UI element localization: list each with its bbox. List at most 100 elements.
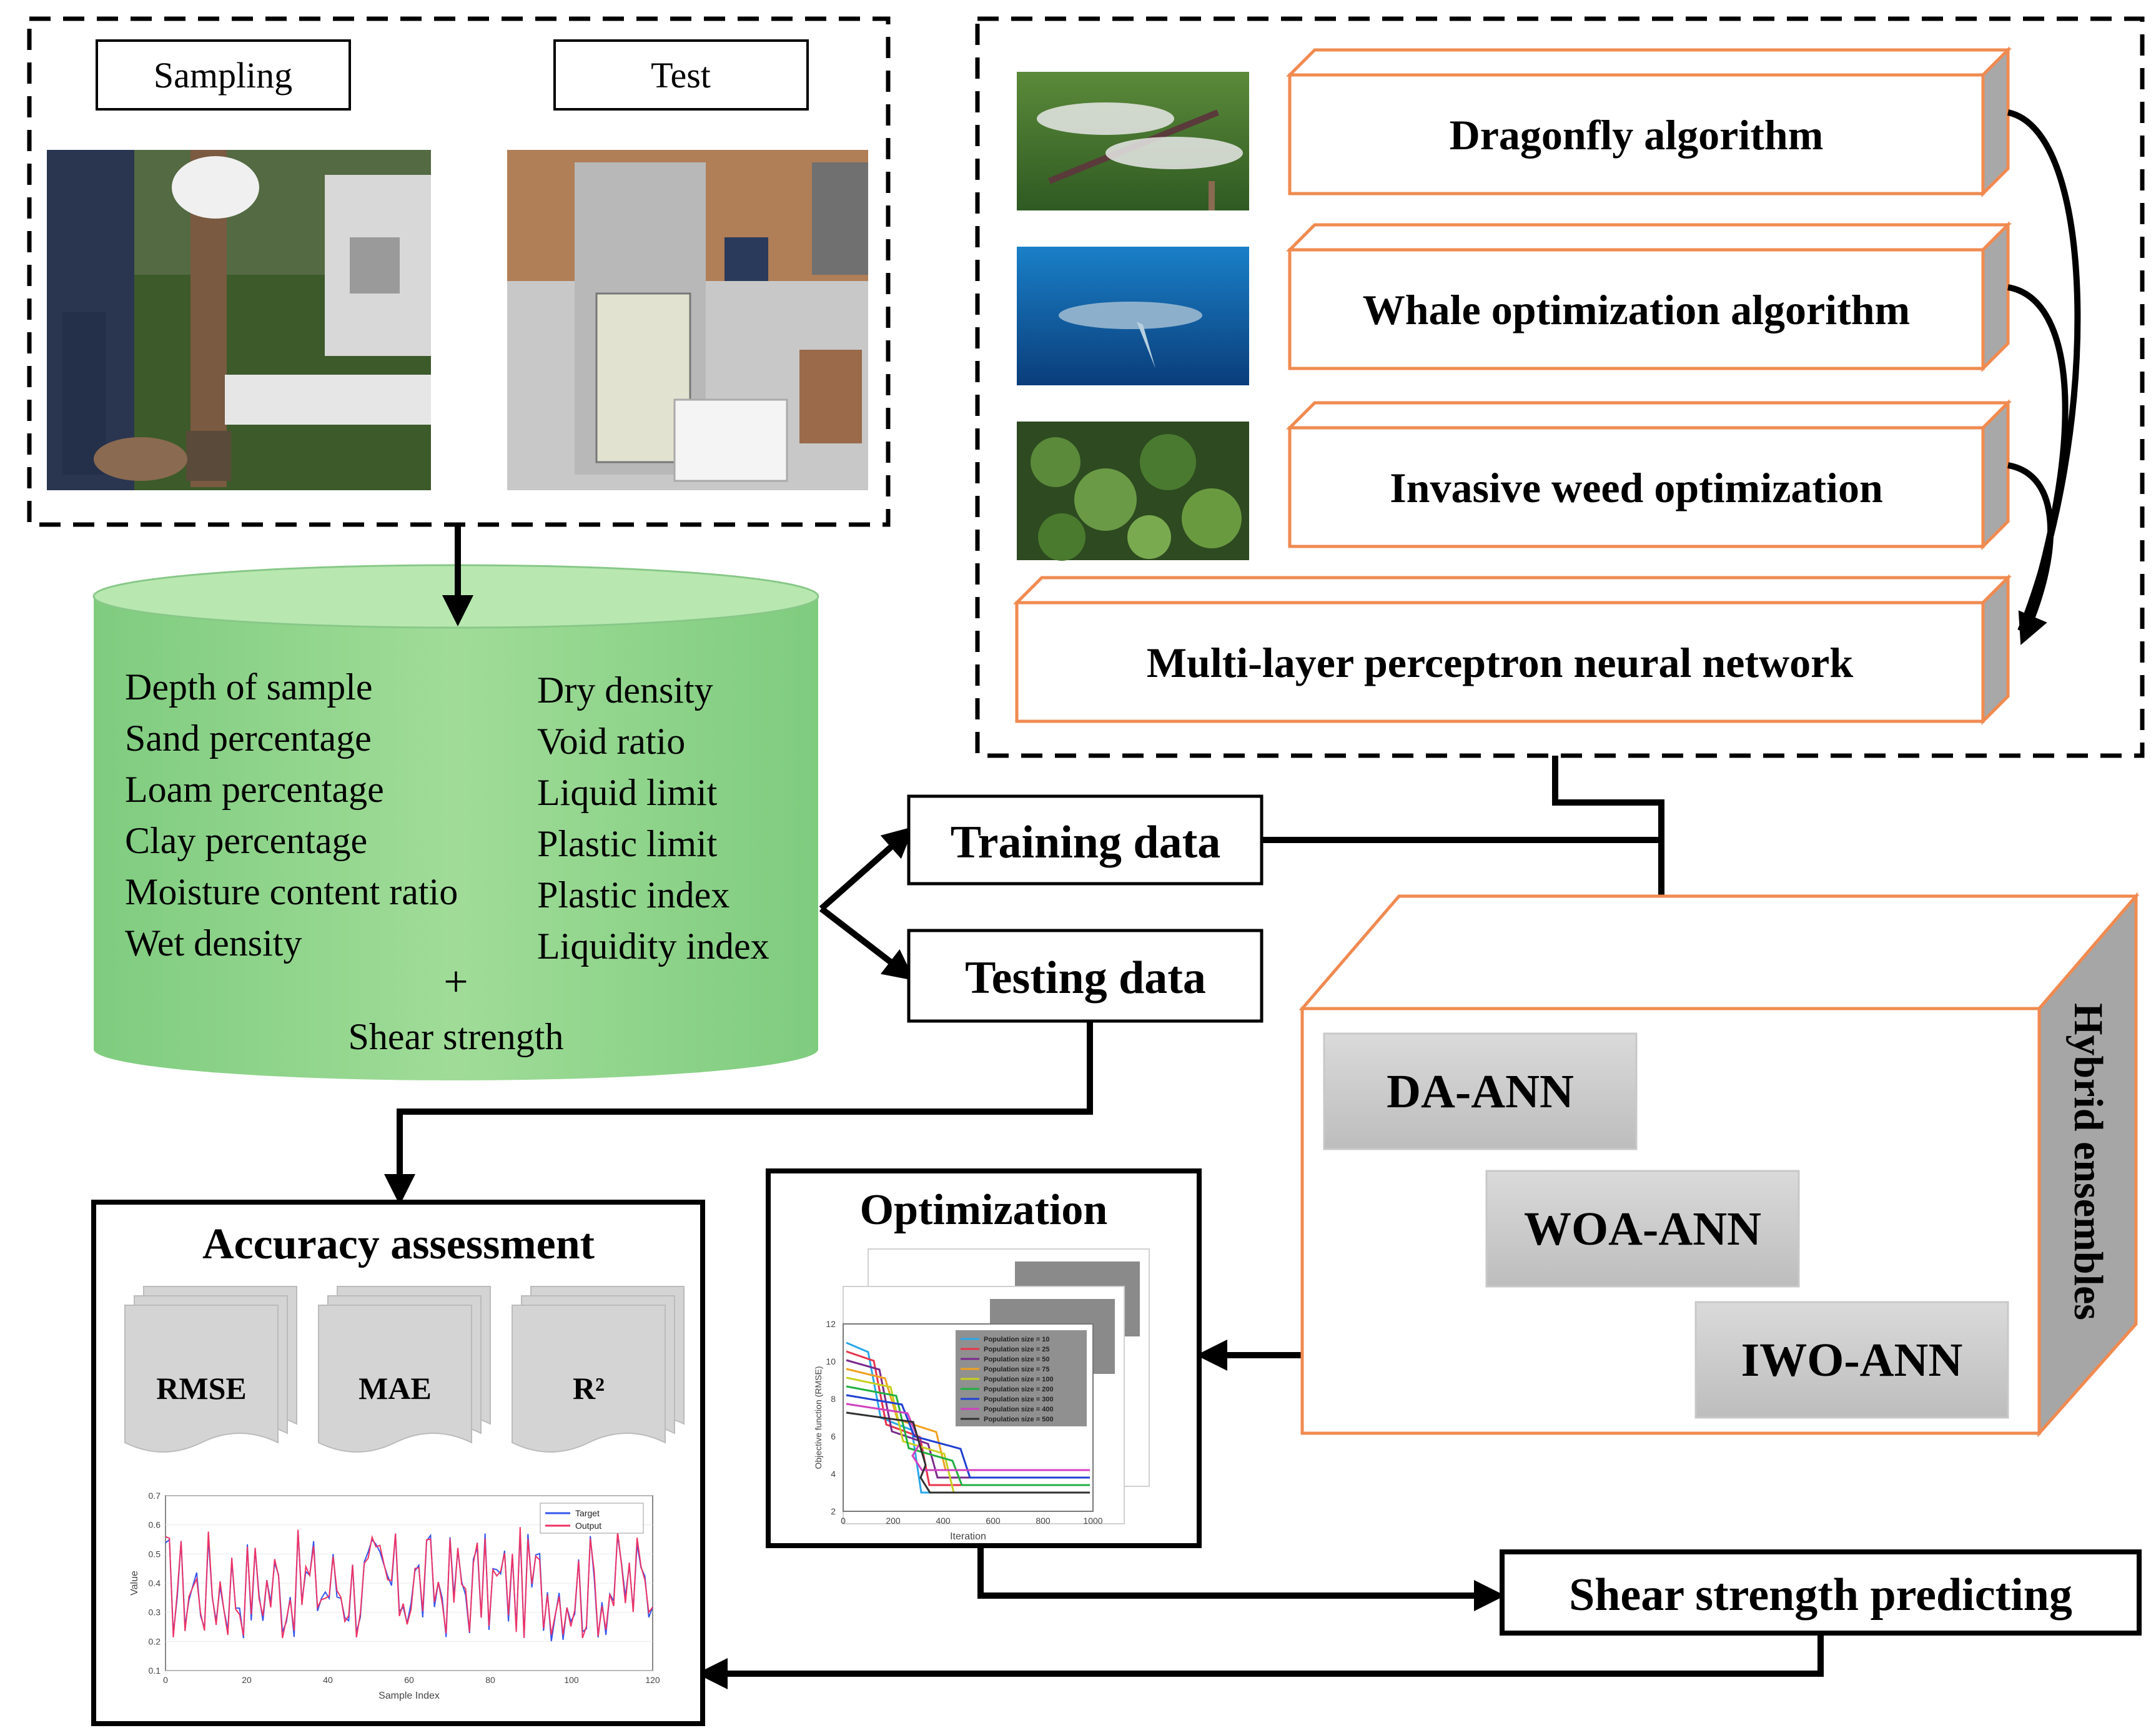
invasive-weed-box: [1288, 426, 1985, 548]
dragonfly-photo: [1017, 72, 1249, 210]
whale-optimization-box-label: Whale optimization algorithm: [1363, 286, 1910, 333]
mlp-network-box-label: Multi-layer perceptron neural network: [1147, 639, 1853, 686]
chart-series-line: [165, 1527, 653, 1639]
chart-legend-label: Target: [575, 1508, 600, 1518]
y-tick-label: 0.2: [149, 1636, 161, 1646]
dragonfly-algorithm-box: [1288, 73, 1985, 195]
chart-legend-label: Output: [575, 1521, 601, 1531]
acquisition-panel: Sampling Test: [27, 16, 891, 527]
predicting-to-accuracy-arrow: [696, 1633, 1824, 1689]
convergence-curve: [846, 1403, 1090, 1471]
metric-documents: RMSE MAE R²: [124, 1286, 685, 1453]
weed-photo: [1017, 422, 1249, 561]
hybrid-model-label: WOA-ANN: [1524, 1203, 1761, 1255]
x-tick-label: 800: [1036, 1516, 1051, 1526]
convergence-curve: [846, 1350, 1090, 1486]
metric-document-sheet: [318, 1305, 472, 1453]
x-tick-label: 0: [841, 1516, 846, 1526]
accuracy-title: Accuracy assessment: [202, 1220, 595, 1268]
optimization-title: Optimization: [860, 1186, 1108, 1234]
convergence-curve: [846, 1385, 1090, 1486]
y-tick-label: 8: [831, 1394, 836, 1404]
y-tick-label: 12: [826, 1319, 836, 1329]
db-to-training-arrow: [819, 826, 914, 911]
input-parameter: Moisture content ratio: [125, 871, 458, 912]
hybrid-model-box: [1485, 1170, 1800, 1288]
x-tick-label: 100: [564, 1675, 579, 1685]
hybrid-models: DA-ANN WOA-ANN IWO-ANN: [1323, 1032, 2009, 1419]
y-tick-label: 0.6: [149, 1520, 161, 1530]
x-tick-label: 200: [886, 1516, 901, 1526]
chart-legend-box: [540, 1503, 644, 1534]
y-axis-label: Objective function (RMSE): [813, 1366, 823, 1469]
x-axis-label: Sample Index: [378, 1691, 440, 1701]
sampling-label-box: [96, 39, 351, 111]
testing-data-label: Testing data: [965, 952, 1206, 1004]
y-tick-label: 0.5: [149, 1549, 161, 1559]
whale-photo: [1017, 247, 1249, 385]
legend-label: Population size = 100: [984, 1376, 1054, 1383]
testing-to-accuracy-arrow: [384, 1021, 1093, 1205]
x-tick-label: 0: [163, 1675, 168, 1685]
testing-data-box: [907, 929, 1263, 1023]
training-data-label: Training data: [951, 817, 1220, 868]
convergence-curve: [846, 1394, 1090, 1479]
x-tick-label: 40: [323, 1675, 333, 1685]
hybrid-ensembles-title: Hybrid ensembles: [2065, 1003, 2111, 1320]
metric-label: MAE: [359, 1371, 432, 1406]
y-tick-label: 10: [826, 1356, 836, 1366]
input-parameter: Loam percentage: [125, 769, 384, 810]
y-tick-label: 0.7: [149, 1491, 161, 1501]
legend-label: Population size = 25: [984, 1346, 1049, 1353]
hybrid-model-box: [1323, 1032, 1638, 1150]
training-data-box: [907, 794, 1263, 886]
metric-document-sheet: [512, 1305, 666, 1453]
input-parameter: Liquid limit: [537, 772, 718, 813]
y-tick-label: 0.4: [149, 1578, 161, 1588]
metric-label: RMSE: [156, 1371, 246, 1406]
y-tick-label: 6: [831, 1431, 836, 1441]
hybrid-model-label: IWO-ANN: [1741, 1334, 1963, 1386]
target-variable: Shear strength: [349, 1016, 564, 1057]
plus-sign: +: [443, 958, 468, 1006]
y-tick-label: 0.3: [149, 1607, 161, 1617]
test-label: Test: [651, 55, 711, 96]
optimization-to-predicting-arrow: [977, 1546, 1505, 1611]
optimizer-to-mlp-arrows: [2007, 109, 2081, 646]
hybrid-ensembles-box: Hybrid ensembles DA-ANN WOA-ANN IWO-ANN: [1298, 892, 2140, 1438]
predicting-label: Shear strength predicting: [1569, 1569, 2072, 1621]
legend-label: Population size = 500: [984, 1416, 1054, 1423]
legend-label: Population size = 300: [984, 1396, 1054, 1403]
legend-label: Population size = 400: [984, 1406, 1054, 1413]
dragonfly-algorithm-box-label: Dragonfly algorithm: [1450, 111, 1824, 159]
y-tick-label: 2: [831, 1506, 836, 1516]
legend-label: Population size = 75: [984, 1366, 1049, 1373]
input-parameter: Dry density: [537, 669, 713, 711]
convergence-curve: [846, 1411, 1090, 1494]
y-axis-label: Value: [129, 1571, 140, 1596]
metric-document-sheet: [124, 1305, 279, 1453]
input-parameter: Void ratio: [537, 721, 685, 762]
input-parameter: Plastic limit: [537, 823, 718, 864]
connectors: [384, 525, 1824, 1689]
sampling-label: Sampling: [154, 55, 292, 96]
hybrid-model-label: DA-ANN: [1387, 1065, 1574, 1118]
test-label-box: [553, 39, 809, 111]
legend-label: Population size = 50: [984, 1356, 1049, 1363]
predicting-box: [1500, 1549, 2142, 1636]
x-tick-label: 600: [986, 1516, 1001, 1526]
hybrid-model-box: [1694, 1301, 2009, 1419]
metric-label: R²: [573, 1371, 605, 1406]
x-axis-label: Iteration: [950, 1531, 986, 1542]
legend-label: Population size = 200: [984, 1386, 1054, 1393]
x-tick-label: 80: [485, 1675, 495, 1685]
